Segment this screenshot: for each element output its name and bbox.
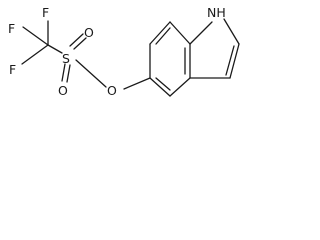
atom-f2: F <box>42 5 49 20</box>
bond-s-o2-a <box>61 63 66 82</box>
bond-s-o1-b <box>73 37 87 50</box>
bond-inner-c7-c6 <box>155 27 171 45</box>
bond-c5-c4 <box>149 77 171 97</box>
atom-o1: O <box>84 25 94 40</box>
bond-c7a-c7 <box>169 21 191 45</box>
atom-o3: O <box>107 83 117 98</box>
atom-o2: O <box>58 83 68 98</box>
bond-c-s <box>47 44 63 54</box>
bond-n1-c2 <box>223 18 240 45</box>
bond-c4-c3a <box>169 77 191 97</box>
atom-s: S <box>62 51 70 66</box>
atom-labels: F F F S O O O NH <box>8 5 226 98</box>
bond-s-o1-a <box>69 33 84 47</box>
atom-nh: NH <box>207 5 226 20</box>
bond-c-f1 <box>22 26 49 46</box>
bond-c2-c3 <box>229 43 240 79</box>
atom-f1: F <box>8 21 15 36</box>
bond-o3-c5 <box>123 77 151 90</box>
structure-diagram: F F F S O O O NH <box>0 0 282 116</box>
atom-f3: F <box>9 62 16 77</box>
bonds <box>21 18 240 97</box>
bond-c-f3 <box>21 44 49 65</box>
bond-s-o2-b <box>66 64 71 83</box>
bond-c7-c6 <box>149 21 171 45</box>
bond-c7a-n1 <box>189 21 213 45</box>
bond-s-o3 <box>75 59 107 88</box>
bond-c2-c3-inner <box>225 45 235 76</box>
molecule-drawing: F F F S O O O NH <box>8 5 240 98</box>
bond-inner-c5-c4 <box>155 77 171 91</box>
